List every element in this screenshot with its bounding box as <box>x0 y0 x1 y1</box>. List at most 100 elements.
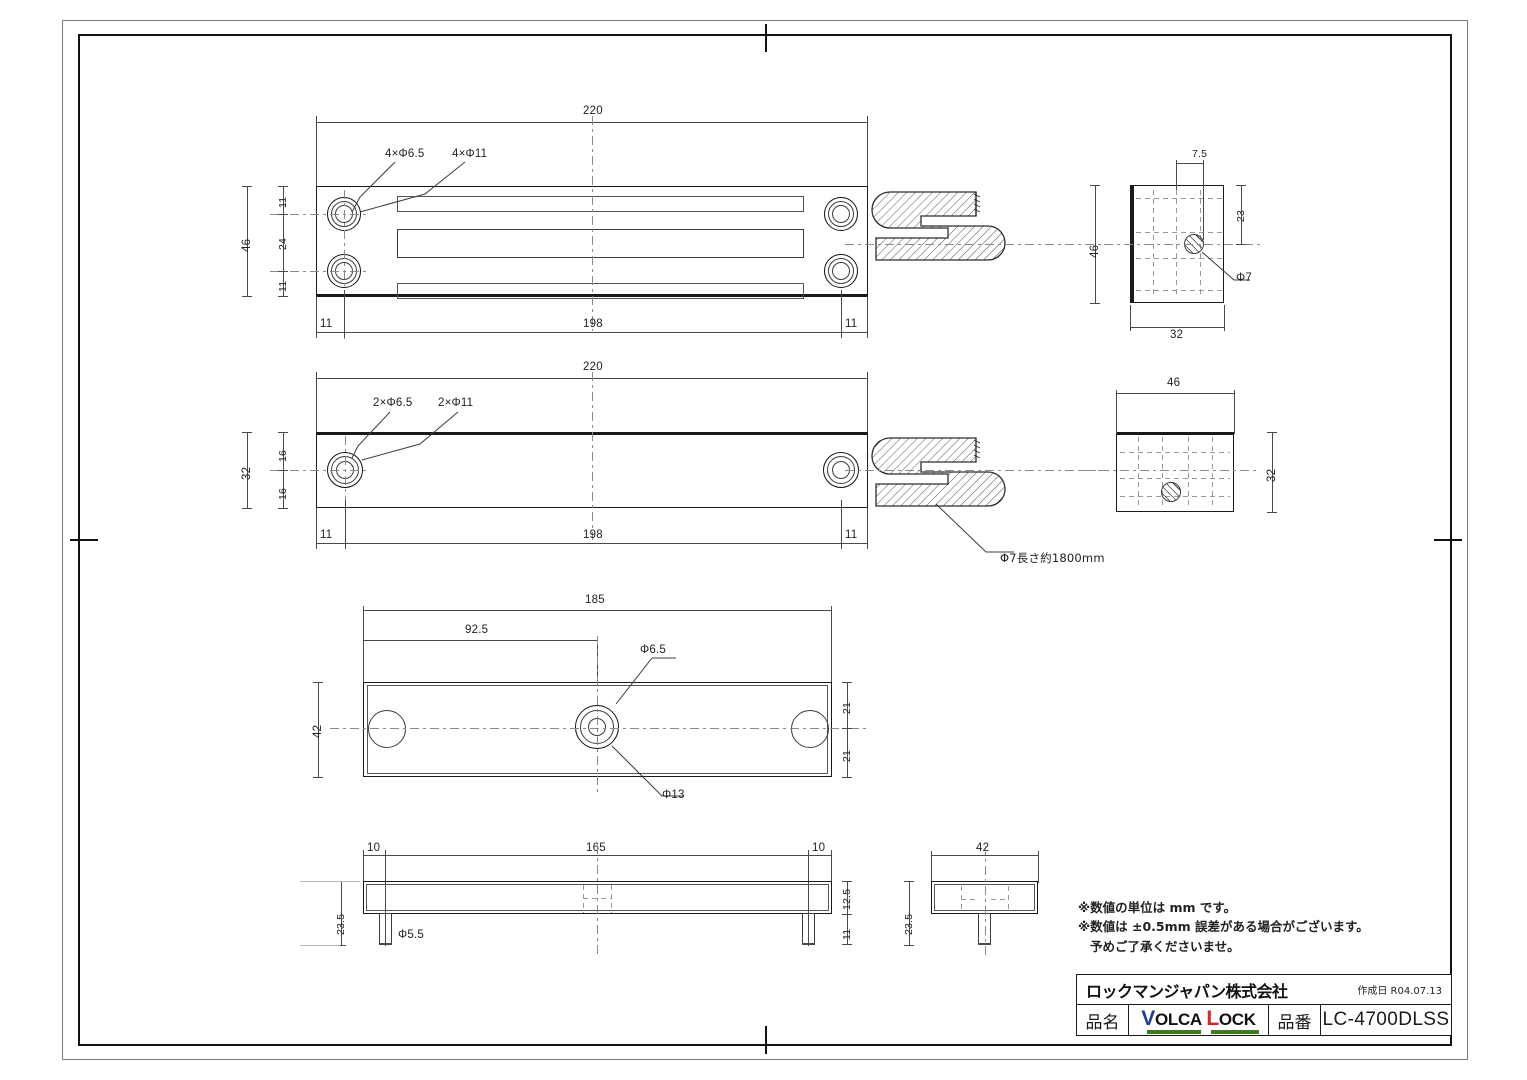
brand-logo-cell: VOLCA LOCK <box>1129 1005 1269 1035</box>
dim-ext-198v3-r <box>841 500 842 549</box>
dim-ext-32v2-r <box>1224 305 1225 331</box>
dim-text-32-view2: 32 <box>1170 329 1184 341</box>
dim-tick-32v4-b <box>1267 512 1277 513</box>
dim-text-11-top-view1: 11 <box>277 196 289 208</box>
armature-side-hidden-h2 <box>1120 478 1230 479</box>
dim-ext-198v3-el <box>316 508 317 549</box>
cable-hole-section-view4 <box>1161 482 1181 502</box>
dim-tick-21-b <box>842 777 852 778</box>
dim-text-phi7-view2: Φ7 <box>1236 272 1252 284</box>
crop-mark-left <box>70 539 98 541</box>
armature-side-hidden-v1 <box>1138 437 1139 507</box>
dim-text-phi55: Φ5.5 <box>398 929 424 941</box>
dim-ext-185-l <box>363 606 364 682</box>
dim-tick-11pin-b <box>842 944 852 945</box>
dim-line-198-view3 <box>316 543 868 544</box>
armature-hole-center-v <box>345 436 346 536</box>
magnet-hole-br-inner <box>832 262 850 280</box>
cable-section-view1 <box>871 191 1006 261</box>
dim-text-phi65-plate: Φ6.5 <box>640 644 666 656</box>
dim-tick-16-b <box>278 508 288 509</box>
leader-phi7-view2 <box>1201 251 1250 281</box>
magnet-slot-top <box>397 196 804 212</box>
dim-line-46-view1 <box>247 186 248 296</box>
guide-line-upper <box>300 881 360 882</box>
dim-ext-pin-r <box>808 850 809 946</box>
dim-ext-165-l <box>363 850 364 884</box>
dim-text-198-view1: 198 <box>583 318 603 330</box>
plate-side-pin-tip <box>978 943 991 945</box>
crop-mark-top <box>765 24 767 52</box>
dim-ext-220-left <box>316 116 317 186</box>
note-line-1: ※数値の単位は mm です。 <box>1078 900 1237 915</box>
dim-text-220-view3: 220 <box>583 361 603 373</box>
dim-line-23_5-left <box>341 881 342 945</box>
dim-tick-16-t <box>278 432 288 433</box>
logo-underline-bar-left <box>1147 1029 1202 1034</box>
dim-line-11-pin <box>847 914 848 945</box>
leader-phi13-plate <box>611 745 684 797</box>
dim-line-21stack <box>847 682 848 777</box>
magnet-side-hidden-h1 <box>1136 198 1222 199</box>
dim-tick-12_5-t <box>842 881 852 882</box>
dim-text-46-view2: 46 <box>1089 244 1101 258</box>
callout-4x-phi65: 4×Φ6.5 <box>385 148 425 160</box>
notes-block: ※数値の単位は mm です。 ※数値は ±0.5mm 誤差がある場合がございます… <box>1078 898 1369 956</box>
guide-line-lower <box>300 945 340 946</box>
dim-tick-23_5s-t <box>904 881 914 882</box>
plate-side-hidden-h-right <box>991 899 1009 900</box>
note-cable-length: Φ7長さ約1800mm <box>1000 551 1105 565</box>
dim-ext-198-left <box>344 290 345 338</box>
dim-text-21-upper: 21 <box>841 701 853 714</box>
hole-center-vline-left <box>344 190 345 340</box>
plate-pin-left <box>379 913 392 945</box>
magnet-slot-middle <box>397 229 804 258</box>
cable-center-axis-view3 <box>845 470 1107 471</box>
plate-pin-right <box>802 913 815 945</box>
dim-text-11-pin: 11 <box>841 928 853 940</box>
dim-text-23_5-side: 23.5 <box>903 913 915 935</box>
callout-4x-phi11: 4×Φ11 <box>452 148 488 160</box>
dim-tick-11b <box>278 296 288 297</box>
logo-text-ock: OCK <box>1218 1009 1256 1029</box>
dim-tick-46-bot <box>242 296 252 297</box>
dim-tick-42-t <box>313 682 323 683</box>
dim-text-32-view4: 32 <box>1266 468 1278 482</box>
title-block-row-company: ロックマンジャパン株式会社 作成日 R04.07.13 <box>1077 975 1451 1005</box>
leader-cable-note <box>935 503 1014 553</box>
dim-line-32-view2 <box>1130 327 1224 328</box>
plate-pin-right-tip <box>802 943 815 945</box>
armature-hole-center-h <box>270 470 370 471</box>
magnet-side-hidden-h2 <box>1136 232 1222 233</box>
dim-line-12_5 <box>847 881 848 914</box>
dim-text-12_5: 12.5 <box>841 888 853 910</box>
armature-side-hidden-h1 <box>1120 452 1230 453</box>
dim-ext-7_5-l <box>1176 160 1177 190</box>
magnet-side-hidden-h3 <box>1136 258 1222 259</box>
logo-letter-v: V <box>1141 1006 1155 1030</box>
dim-tick-21-t <box>842 682 852 683</box>
dim-text-11-right-view3: 11 <box>845 529 858 541</box>
magnet-hole-tr-outer <box>824 197 858 231</box>
creation-date: 作成日 R04.07.13 <box>1357 982 1451 997</box>
dim-line-198 <box>316 332 868 333</box>
dim-tick-42-b <box>313 777 323 778</box>
dim-ext-198-edge-l <box>316 296 317 338</box>
dim-ext-198v3-er <box>867 508 868 549</box>
dim-text-24-view1: 24 <box>277 237 289 250</box>
dim-ext-198v3-l <box>345 500 346 549</box>
dim-text-198-view3: 198 <box>583 529 603 541</box>
dim-ext-198-edge-r <box>867 296 868 338</box>
creation-date-label: 作成日 <box>1357 986 1388 997</box>
dim-tick-23_5l-b <box>336 945 346 946</box>
product-name-label: 品名 <box>1077 1005 1129 1035</box>
callout-2x-phi11: 2×Φ11 <box>438 397 474 409</box>
sheet-border-outer <box>62 20 1468 1060</box>
dim-ext-46v4-r <box>1234 390 1235 434</box>
strike-plate-hole-right <box>791 710 829 748</box>
crop-mark-bottom <box>765 1026 767 1054</box>
strike-plate-center-h <box>330 728 870 729</box>
magnet-hole-tr-mid <box>828 201 854 227</box>
creation-date-value: R04.07.13 <box>1390 986 1442 997</box>
